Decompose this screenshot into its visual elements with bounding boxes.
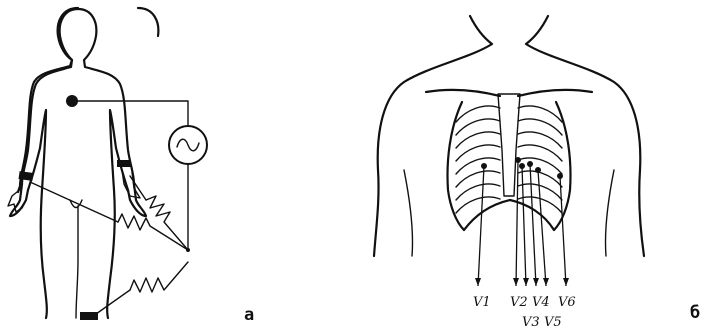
precordial-leads <box>475 157 569 286</box>
lead-label-v3: V3 <box>522 315 540 330</box>
ankle-electrode <box>80 312 98 320</box>
resistor-right-arm <box>146 196 188 250</box>
lead-label-v2: V2 <box>510 295 528 310</box>
wire-junction <box>186 248 190 252</box>
arrow-head <box>543 278 549 286</box>
lead-label-v1: V1 <box>473 295 491 310</box>
panel-b <box>374 16 644 286</box>
lead-line <box>560 176 566 286</box>
ribs <box>456 106 562 213</box>
chest-wire <box>72 101 188 125</box>
body-crotch <box>70 200 82 318</box>
body-right-side <box>78 9 146 318</box>
arrow-head <box>513 278 519 286</box>
lead-label-v6: V6 <box>558 295 576 310</box>
sternum <box>498 94 520 196</box>
lead-arrow-v4 <box>527 161 539 286</box>
ribcage-outline-left <box>448 102 464 230</box>
lead-label-v4: V4 <box>532 295 550 310</box>
lead-arrow-v3 <box>519 163 529 286</box>
right-wrist-electrode <box>117 160 131 167</box>
left-arm-wire <box>30 182 118 222</box>
arrow-head <box>533 278 539 286</box>
lead-arrow-v1 <box>475 163 487 286</box>
lead-line <box>516 160 518 286</box>
panel-a <box>8 8 207 320</box>
clavicle-left <box>426 90 500 96</box>
resistor-left-arm <box>118 214 188 250</box>
lead-line <box>478 166 484 286</box>
panel-a-letter: а <box>244 305 254 325</box>
arrow-head <box>523 278 529 286</box>
human-body-outline <box>18 8 158 192</box>
torso-outline-right <box>526 16 644 256</box>
arrow-head <box>475 278 481 286</box>
clavicle-right <box>518 90 592 96</box>
resistor-leg <box>130 262 188 292</box>
lead-arrow-v6 <box>557 173 569 286</box>
leg-wire <box>96 290 130 314</box>
body-left-side <box>10 9 78 318</box>
panel-b-letter: б <box>690 303 700 323</box>
lead-label-v5: V5 <box>544 315 562 330</box>
right-hand <box>122 170 140 198</box>
arrow-head <box>563 278 569 286</box>
armpit-right <box>605 170 614 256</box>
armpit-left <box>404 170 413 256</box>
lead-line <box>530 164 536 286</box>
left-hand <box>8 188 26 212</box>
